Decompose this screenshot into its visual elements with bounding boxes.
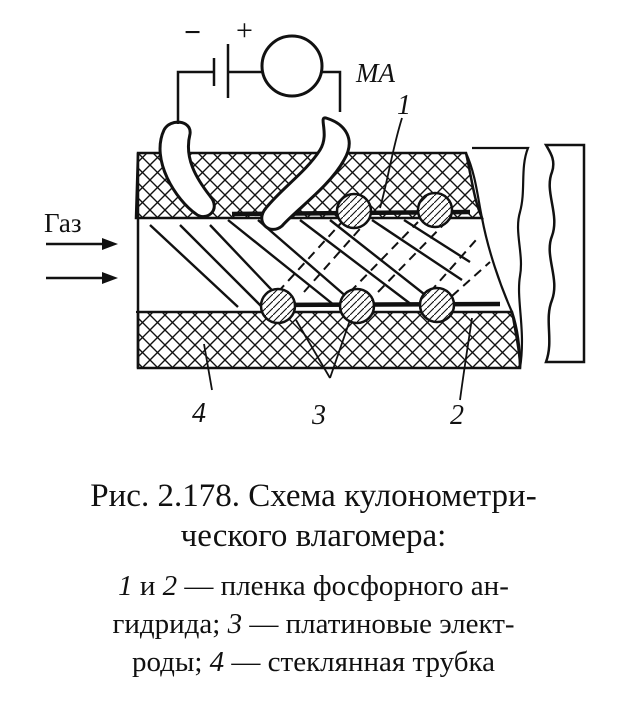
electrode-wire bbox=[418, 286, 456, 324]
tube-wall-bottom bbox=[136, 310, 522, 370]
callout-1: 1 bbox=[397, 90, 411, 121]
glass-tube bbox=[134, 143, 586, 370]
legend-line2: гидрида; 3 — платиновые элект- bbox=[0, 608, 627, 641]
electrode-wire bbox=[338, 287, 376, 325]
gas-arrow-1 bbox=[46, 238, 118, 250]
legend-text: — платиновые элект- bbox=[242, 608, 515, 640]
callout-3: 3 bbox=[311, 400, 326, 431]
tube-break-line-2 bbox=[472, 146, 530, 369]
external-circuit bbox=[176, 34, 342, 124]
callout-2: 2 bbox=[450, 400, 464, 431]
tube-break-line-1 bbox=[464, 152, 522, 369]
legend-text: — стеклянная трубка bbox=[224, 646, 496, 678]
meter-label: MA bbox=[355, 58, 395, 88]
milliammeter bbox=[260, 34, 324, 98]
wire-left bbox=[176, 70, 214, 124]
legend-text: — пленка фосфорного ан- bbox=[177, 570, 509, 602]
tube-end-segment bbox=[543, 143, 586, 364]
figure-caption-line2: ческого влагомера: bbox=[180, 518, 447, 554]
electrode-leads bbox=[158, 116, 351, 231]
gas-arrow-2 bbox=[46, 272, 118, 284]
legend-line1: 1 и 2 — пленка фосфорного ан- bbox=[0, 570, 627, 603]
plus-sign: + bbox=[236, 14, 253, 47]
wire-right bbox=[322, 70, 342, 112]
callout-lines bbox=[203, 117, 473, 401]
lead-right bbox=[260, 116, 351, 231]
film-bottom bbox=[261, 301, 501, 308]
electrode-wire bbox=[416, 191, 454, 229]
electrode-helix-front bbox=[149, 218, 471, 308]
gas-label: Газ bbox=[44, 208, 82, 238]
electrode-helix-back bbox=[277, 221, 491, 297]
legend-text: и bbox=[132, 570, 163, 602]
electrode-wire bbox=[259, 287, 297, 325]
legend-text: роды; bbox=[131, 646, 210, 678]
legend-text: гидрида; bbox=[112, 608, 228, 640]
coulometric-hygrometer-diagram: − + MA Газ 1 2 3 4 bbox=[44, 14, 586, 431]
electrode-wire bbox=[335, 192, 373, 230]
legend-number: 4 bbox=[209, 646, 225, 678]
legend-number: 1 bbox=[118, 570, 133, 602]
figure-caption-line1: Рис. 2.178. Схема кулонометри- bbox=[90, 478, 537, 514]
lead-left bbox=[158, 120, 216, 219]
legend-number: 2 bbox=[162, 570, 178, 602]
callout-4: 4 bbox=[192, 398, 206, 429]
electrode-cross-sections bbox=[259, 191, 456, 325]
minus-sign: − bbox=[184, 16, 201, 49]
legend-number: 3 bbox=[227, 608, 243, 640]
legend-line3: роды; 4 — стеклянная трубка bbox=[0, 646, 627, 679]
